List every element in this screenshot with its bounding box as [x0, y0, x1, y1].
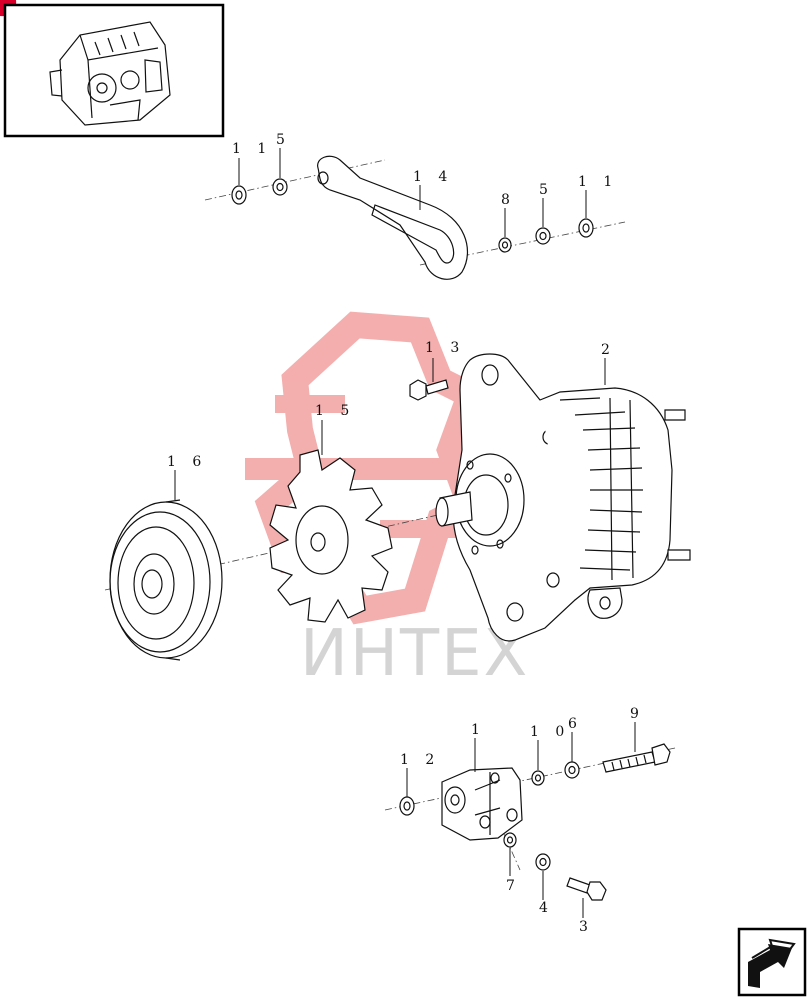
part-8-washer[interactable] [498, 237, 512, 253]
part-13-bolt[interactable] [409, 379, 449, 401]
callout-15: 1 5 [315, 403, 355, 419]
part-3-bolt[interactable] [566, 877, 607, 901]
part-7-washer[interactable] [503, 832, 517, 848]
callout-labels: 1 1 5 1 4 8 5 1 1 1 3 2 1 5 1 6 1 1 0 6 … [167, 132, 645, 935]
part-14-bracket[interactable] [317, 155, 469, 280]
callout-14: 1 4 [413, 169, 453, 185]
part-11-nut-right[interactable] [578, 218, 594, 238]
callout-9: 9 [630, 706, 645, 722]
callout-5-left: 5 [276, 132, 291, 148]
leader-lines [174, 148, 636, 918]
part-9-bolt[interactable] [602, 743, 671, 773]
callout-8: 8 [501, 192, 516, 208]
bracket-assembly [204, 155, 626, 280]
callout-3: 3 [579, 919, 594, 935]
part-12-nut[interactable] [399, 796, 415, 816]
part-16-pulley[interactable] [109, 499, 223, 661]
callout-6: 6 [568, 716, 583, 732]
callout-12: 1 2 [400, 752, 440, 768]
alternator-assembly [104, 353, 691, 661]
part-10-washer[interactable] [531, 770, 545, 786]
part-2-alternator[interactable] [435, 353, 691, 642]
part-6-washer[interactable] [564, 761, 580, 779]
part-4-washer[interactable] [535, 853, 551, 871]
part-1-mount-bracket[interactable] [441, 767, 523, 841]
callout-2: 2 [601, 342, 616, 358]
part-5-washer-left[interactable] [272, 178, 288, 196]
callout-11-left: 1 1 [232, 141, 272, 157]
mount-assembly [384, 743, 676, 901]
callout-10: 1 0 [530, 724, 570, 740]
callout-7: 7 [506, 878, 521, 894]
callout-1: 1 [471, 722, 486, 738]
next-page-arrow-icon [748, 938, 796, 988]
next-page-button[interactable] [737, 927, 807, 997]
part-11-nut-left[interactable] [231, 185, 247, 205]
engine-thumbnail-icon [49, 21, 171, 126]
callout-5-right: 5 [539, 182, 554, 198]
callout-11-right: 1 1 [578, 174, 618, 190]
watermark-text: ИНТЕХ [300, 617, 529, 691]
callout-13: 1 3 [425, 340, 465, 356]
callout-4: 4 [539, 900, 554, 916]
callout-16: 1 6 [167, 454, 207, 470]
part-15-fan[interactable] [269, 449, 393, 623]
engine-thumbnail[interactable] [3, 3, 225, 138]
part-5-washer-right[interactable] [535, 227, 551, 245]
